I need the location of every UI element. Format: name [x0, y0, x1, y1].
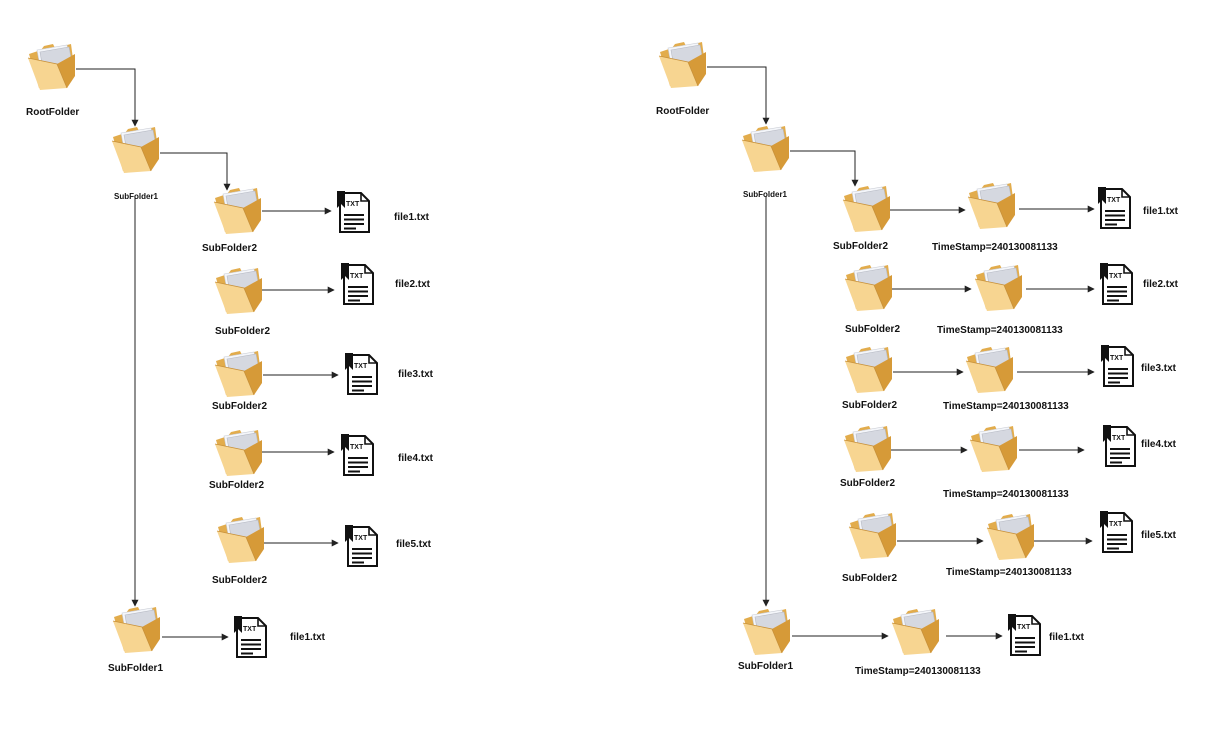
txt-file-icon-left-3[interactable]: TXT — [342, 352, 380, 396]
timestamp-folder-icon-right-1[interactable] — [967, 183, 1017, 234]
txt-file-bottom-icon-left[interactable]: TXT — [231, 615, 269, 659]
subfolder2-icon-left-4[interactable] — [214, 430, 264, 481]
subfolder2-icon-left-1[interactable] — [213, 188, 263, 239]
file-name-label-right-5: file5.txt — [1141, 530, 1177, 541]
timestamp-label-right-2: TimeStamp=240130081133 — [937, 325, 1063, 336]
txt-file-icon-left-5[interactable]: TXT — [342, 524, 380, 568]
subfolder1-bottom-icon-right[interactable] — [742, 609, 792, 660]
subfolder2-icon-right-3[interactable] — [844, 347, 894, 398]
subfolder2-label-left-1: SubFolder2 — [202, 243, 258, 254]
txt-badge: TXT — [1109, 521, 1123, 528]
connector-root-to-subfolder1-right — [707, 66, 770, 125]
file-name-bottom-label-left: file1.txt — [290, 632, 326, 643]
txt-file-icon-left-2[interactable]: TXT — [338, 262, 376, 306]
subfolder2-icon-right-4[interactable] — [843, 426, 893, 477]
subfolder1-bottom-icon-left[interactable] — [112, 607, 162, 658]
txt-file-icon-right-2[interactable]: TXT — [1097, 262, 1135, 306]
txt-badge: TXT — [243, 626, 257, 633]
timestamp-folder-icon-right-4[interactable] — [969, 426, 1019, 477]
subfolder2-label-left-5: SubFolder2 — [212, 575, 268, 586]
subfolder2-label-left-4: SubFolder2 — [209, 480, 265, 491]
subfolder2-label-right-4: SubFolder2 — [840, 478, 896, 489]
subfolder2-icon-right-2[interactable] — [844, 265, 894, 316]
subfolder1-bottom-label-right: SubFolder1 — [738, 661, 794, 672]
file-name-bottom-label-right: file1.txt — [1049, 632, 1085, 643]
txt-badge: TXT — [1109, 273, 1123, 280]
txt-file-icon-left-4[interactable]: TXT — [338, 433, 376, 477]
connector-root-to-subfolder1-left — [76, 68, 139, 127]
subfolder2-icon-left-2[interactable] — [214, 268, 264, 319]
subfolder1-bottom-label-left: SubFolder1 — [108, 663, 164, 674]
timestamp-label-right-4: TimeStamp=240130081133 — [943, 489, 1069, 500]
file-name-label-left-1: file1.txt — [394, 212, 430, 223]
txt-file-icon-right-5[interactable]: TXT — [1097, 510, 1135, 554]
timestamp-bottom-label-right: TimeStamp=240130081133 — [855, 666, 981, 677]
subfolder2-icon-left-5[interactable] — [216, 517, 266, 568]
subfolder1-label-left: SubFolder1 — [114, 192, 159, 201]
txt-badge: TXT — [354, 363, 368, 370]
root-folder-label-left: RootFolder — [26, 107, 80, 118]
txt-badge: TXT — [354, 535, 368, 542]
root-folder-icon-left[interactable] — [27, 44, 77, 95]
file-name-label-left-4: file4.txt — [398, 453, 434, 464]
txt-file-icon-right-3[interactable]: TXT — [1098, 344, 1136, 388]
connector-subfolder1-to-subfolder2-right — [790, 150, 859, 187]
txt-badge: TXT — [350, 444, 364, 451]
txt-badge: TXT — [1110, 355, 1124, 362]
txt-file-icon-left-1[interactable]: TXT — [334, 190, 372, 234]
subfolder1-icon-right[interactable] — [741, 126, 791, 177]
timestamp-label-right-3: TimeStamp=240130081133 — [943, 401, 1069, 412]
txt-badge: TXT — [1017, 624, 1031, 631]
file-name-label-right-1: file1.txt — [1143, 206, 1179, 217]
subfolder2-icon-right-1[interactable] — [842, 186, 892, 237]
subfolder2-label-right-2: SubFolder2 — [845, 324, 901, 335]
timestamp-bottom-folder-icon-right[interactable] — [891, 609, 941, 660]
file-name-label-left-5: file5.txt — [396, 539, 432, 550]
txt-badge: TXT — [1112, 435, 1126, 442]
file-name-label-left-2: file2.txt — [395, 279, 431, 290]
timestamp-folder-icon-right-2[interactable] — [974, 265, 1024, 316]
timestamp-label-right-1: TimeStamp=240130081133 — [932, 242, 1058, 253]
file-name-label-right-3: file3.txt — [1141, 363, 1177, 374]
txt-file-icon-right-1[interactable]: TXT — [1095, 186, 1133, 230]
subfolder2-label-left-3: SubFolder2 — [212, 401, 268, 412]
timestamp-folder-icon-right-5[interactable] — [986, 514, 1036, 565]
subfolder2-label-right-1: SubFolder2 — [833, 241, 889, 252]
subfolder2-icon-right-5[interactable] — [848, 513, 898, 564]
subfolder2-label-right-3: SubFolder2 — [842, 400, 898, 411]
subfolder2-label-left-2: SubFolder2 — [215, 326, 271, 337]
txt-file-icon-right-4[interactable]: TXT — [1100, 424, 1138, 468]
connector-subfolder1-to-subfolder2-left — [160, 152, 231, 191]
file-name-label-left-3: file3.txt — [398, 369, 434, 380]
subfolder2-label-right-5: SubFolder2 — [842, 573, 898, 584]
subfolder2-icon-left-3[interactable] — [214, 351, 264, 402]
timestamp-folder-icon-right-3[interactable] — [965, 347, 1015, 398]
txt-file-bottom-icon-right[interactable]: TXT — [1005, 613, 1043, 657]
subfolder1-icon-left[interactable] — [111, 127, 161, 178]
subfolder1-label-right: SubFolder1 — [743, 190, 788, 199]
txt-badge: TXT — [346, 201, 360, 208]
root-folder-label-right: RootFolder — [656, 106, 710, 117]
txt-badge: TXT — [1107, 197, 1121, 204]
timestamp-label-right-5: TimeStamp=240130081133 — [946, 567, 1072, 578]
file-name-label-right-4: file4.txt — [1141, 439, 1177, 450]
txt-badge: TXT — [350, 273, 364, 280]
file-name-label-right-2: file2.txt — [1143, 279, 1179, 290]
root-folder-icon-right[interactable] — [658, 42, 708, 93]
